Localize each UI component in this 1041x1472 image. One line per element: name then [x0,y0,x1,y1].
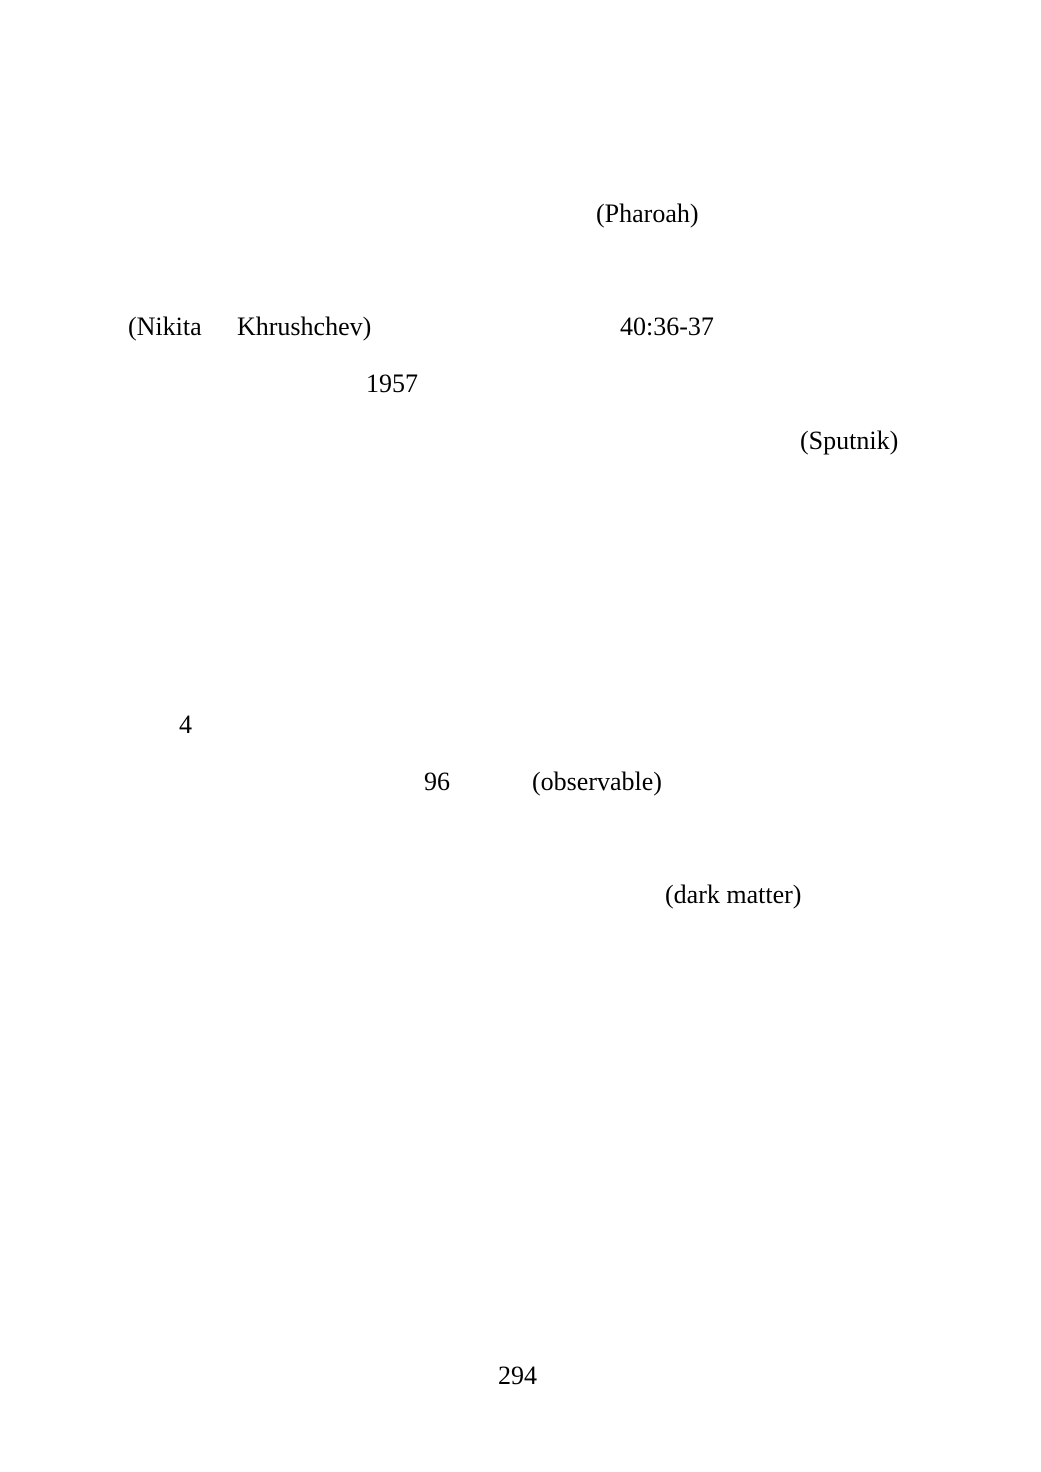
text-verse-reference: 40:36-37 [620,312,714,341]
text-pharoah: (Pharoah) [596,199,699,228]
page-number: 294 [498,1361,537,1390]
text-number-96: 96 [424,767,450,796]
text-year: 1957 [366,369,418,398]
text-number-4: 4 [179,710,192,739]
text-dark-matter: (dark matter) [665,880,802,909]
text-observable: (observable) [532,767,662,796]
text-khrushchev: Khrushchev) [237,312,372,341]
text-nikita: (Nikita [128,312,202,341]
text-sputnik: (Sputnik) [800,426,899,455]
